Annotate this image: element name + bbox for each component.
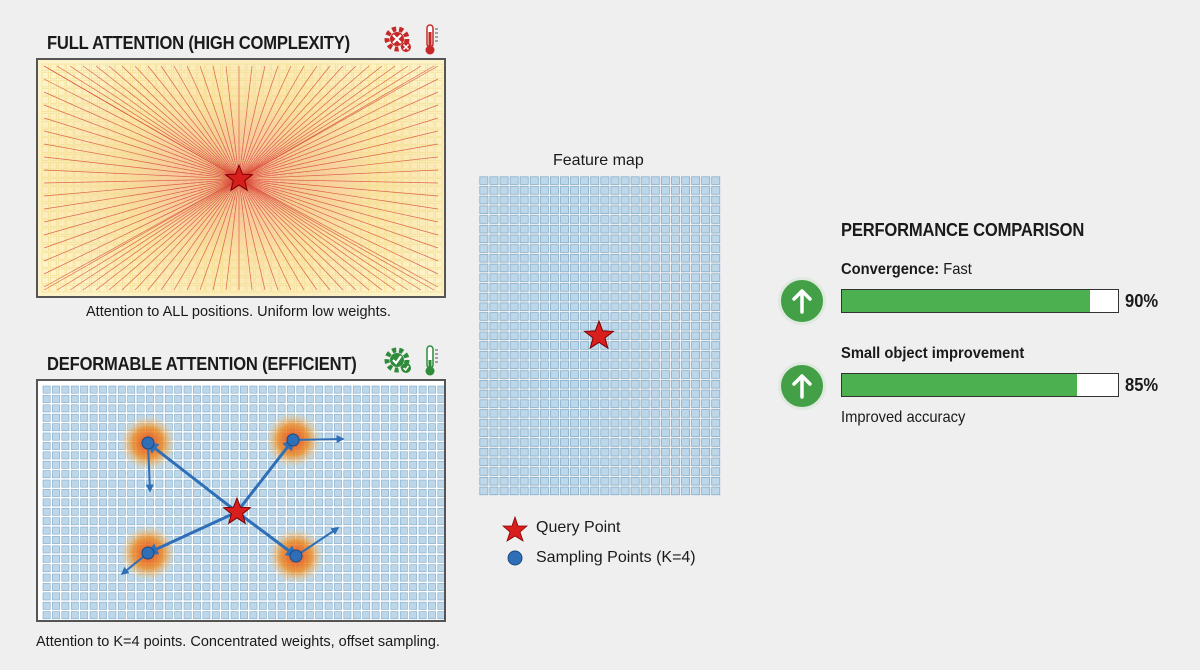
convergence-progress-bar <box>841 289 1119 313</box>
thermometer-cool-icon <box>425 345 438 376</box>
feature-map-label: Feature map <box>553 152 644 169</box>
query-point-star-icon <box>501 515 529 542</box>
feature-map-cells <box>479 176 721 496</box>
sampling-point <box>141 436 155 450</box>
sampling-point <box>141 546 155 560</box>
full-attention-panel <box>36 58 446 298</box>
convergence-percent: 90% <box>1125 291 1159 311</box>
sampling-offset-arrow <box>145 510 238 555</box>
query-point-star <box>222 496 252 525</box>
deformable-attention-panel <box>36 379 446 622</box>
small-object-progress-fill <box>842 374 1077 396</box>
legend-sampling-points: Sampling Points (K=4) <box>536 549 696 566</box>
sampling-offset-arrow <box>146 441 238 514</box>
deformable-attention-status-icons <box>382 343 442 377</box>
small-object-progress-bar <box>841 373 1119 397</box>
deformable-attention-caption: Attention to K=4 points. Concentrated we… <box>36 634 440 650</box>
sampling-point <box>286 433 300 447</box>
sampling-offset-arrow <box>235 438 295 513</box>
full-attention-title: FULL ATTENTION (HIGH COMPLEXITY) <box>47 33 350 53</box>
up-arrow-icon <box>778 277 826 325</box>
attention-lines <box>43 65 439 291</box>
full-attention-diagram <box>38 60 444 296</box>
performance-title: PERFORMANCE COMPARISON <box>841 220 1085 240</box>
sampling-offset-arrow <box>145 442 154 493</box>
sampling-offset-arrow <box>292 435 345 444</box>
legend-query-point: Query Point <box>536 519 621 536</box>
small-object-percent: 85% <box>1125 375 1159 395</box>
deformable-attention-diagram <box>38 381 444 620</box>
feature-map-grid <box>479 176 721 496</box>
sampling-grid <box>42 385 444 620</box>
small-object-note: Improved accuracy <box>841 409 966 426</box>
sampling-point <box>289 549 303 563</box>
full-attention-caption: Attention to ALL positions. Uniform low … <box>86 304 391 320</box>
thermometer-hot-icon <box>425 24 438 55</box>
sampling-offset-arrow <box>236 510 298 558</box>
gear-error-icon <box>384 26 411 52</box>
convergence-progress-fill <box>842 290 1091 312</box>
query-point-star <box>583 319 615 350</box>
gear-check-icon <box>384 347 411 373</box>
full-attention-status-icons <box>382 22 442 56</box>
up-arrow-icon <box>778 362 826 410</box>
sampling-offset-arrow <box>295 527 340 557</box>
metric-label-small-object: Small object improvement <box>841 345 1025 362</box>
metric-label-convergence: Convergence: Fast <box>841 261 972 278</box>
deformable-attention-title: DEFORMABLE ATTENTION (EFFICIENT) <box>47 354 357 374</box>
query-point-star <box>224 163 254 192</box>
sampling-point-dot-icon <box>507 550 523 566</box>
